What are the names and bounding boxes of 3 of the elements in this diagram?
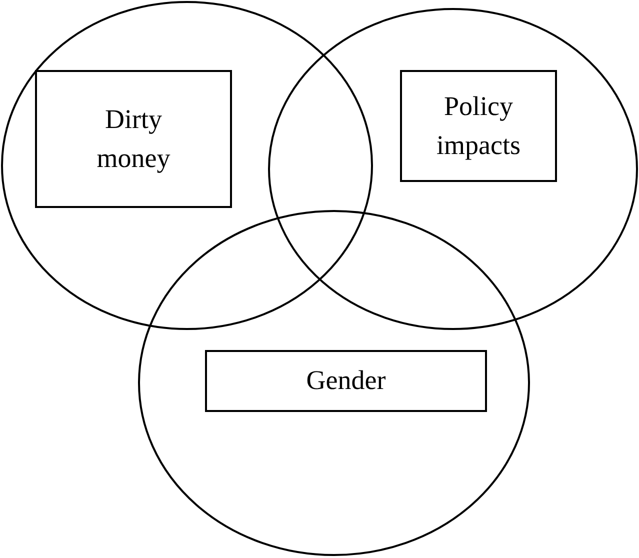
topic-box: Dirty money xyxy=(35,70,232,208)
topic-box: Gender xyxy=(205,350,487,412)
topic-box: Policy impacts xyxy=(400,70,557,182)
